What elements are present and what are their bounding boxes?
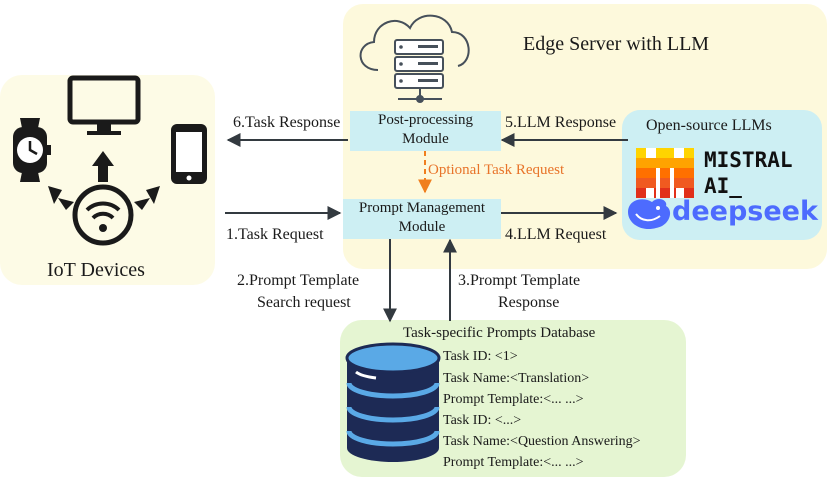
- db-entry-task-id-1: Task ID: <1>: [443, 349, 518, 364]
- deepseek-wordmark: deepseek: [672, 196, 818, 227]
- mistral-wordmark-line1: MISTRAL: [704, 148, 793, 172]
- smartwatch-icon: [13, 118, 51, 182]
- wifi-hub-icon: [72, 184, 134, 246]
- db-entry-template-2: Prompt Template:<... ...>: [443, 455, 584, 470]
- deepseek-whale-logo: [628, 199, 671, 230]
- server-lights: [399, 45, 438, 83]
- mistral-logo: [636, 148, 694, 198]
- post-processing-label-line2: Module: [402, 131, 449, 147]
- hub-arrows: [48, 151, 160, 210]
- llm-response-label: 5.LLM Response: [505, 114, 617, 131]
- prompt-management-label-line2: Module: [398, 219, 446, 235]
- optional-task-request-label: Optional Task Request: [428, 162, 565, 178]
- flow-arrows: [225, 133, 628, 323]
- db-entry-task-name-2: Task Name:<Question Answering>: [443, 434, 641, 449]
- db-entry-template-1: Prompt Template:<... ...>: [443, 392, 584, 407]
- db-entry-task-name-1: Task Name:<Translation>: [443, 371, 590, 386]
- iot-devices-title: IoT Devices: [47, 259, 145, 281]
- template-response-label-line2: Response: [498, 294, 560, 311]
- prompt-management-label-line1: Prompt Management: [358, 200, 486, 216]
- monitor-icon: [67, 75, 141, 135]
- database-icon: [345, 342, 441, 462]
- mistral-wordmark-line2: AI_: [704, 174, 742, 198]
- post-processing-module: Post-processing Module: [350, 111, 501, 151]
- llm-panel-title: Open-source LLMs: [646, 117, 772, 134]
- database-title: Task-specific Prompts Database: [403, 325, 596, 341]
- template-search-label-line2: Search request: [257, 294, 351, 311]
- template-search-label-line1: 2.Prompt Template: [237, 272, 360, 289]
- prompt-management-module: Prompt Management Module: [343, 199, 501, 239]
- llm-request-label: 4.LLM Request: [505, 226, 607, 243]
- db-entry-task-id-2: Task ID: <...>: [443, 413, 522, 428]
- edge-server-title: Edge Server with LLM: [523, 33, 710, 55]
- template-response-label-line1: 3.Prompt Template: [458, 272, 581, 289]
- task-response-label: 6.Task Response: [233, 114, 341, 131]
- cloud-server-icon: [359, 14, 470, 103]
- post-processing-label-line1: Post-processing: [378, 112, 473, 128]
- task-request-label: 1.Task Request: [226, 226, 324, 243]
- smartphone-icon: [171, 124, 207, 184]
